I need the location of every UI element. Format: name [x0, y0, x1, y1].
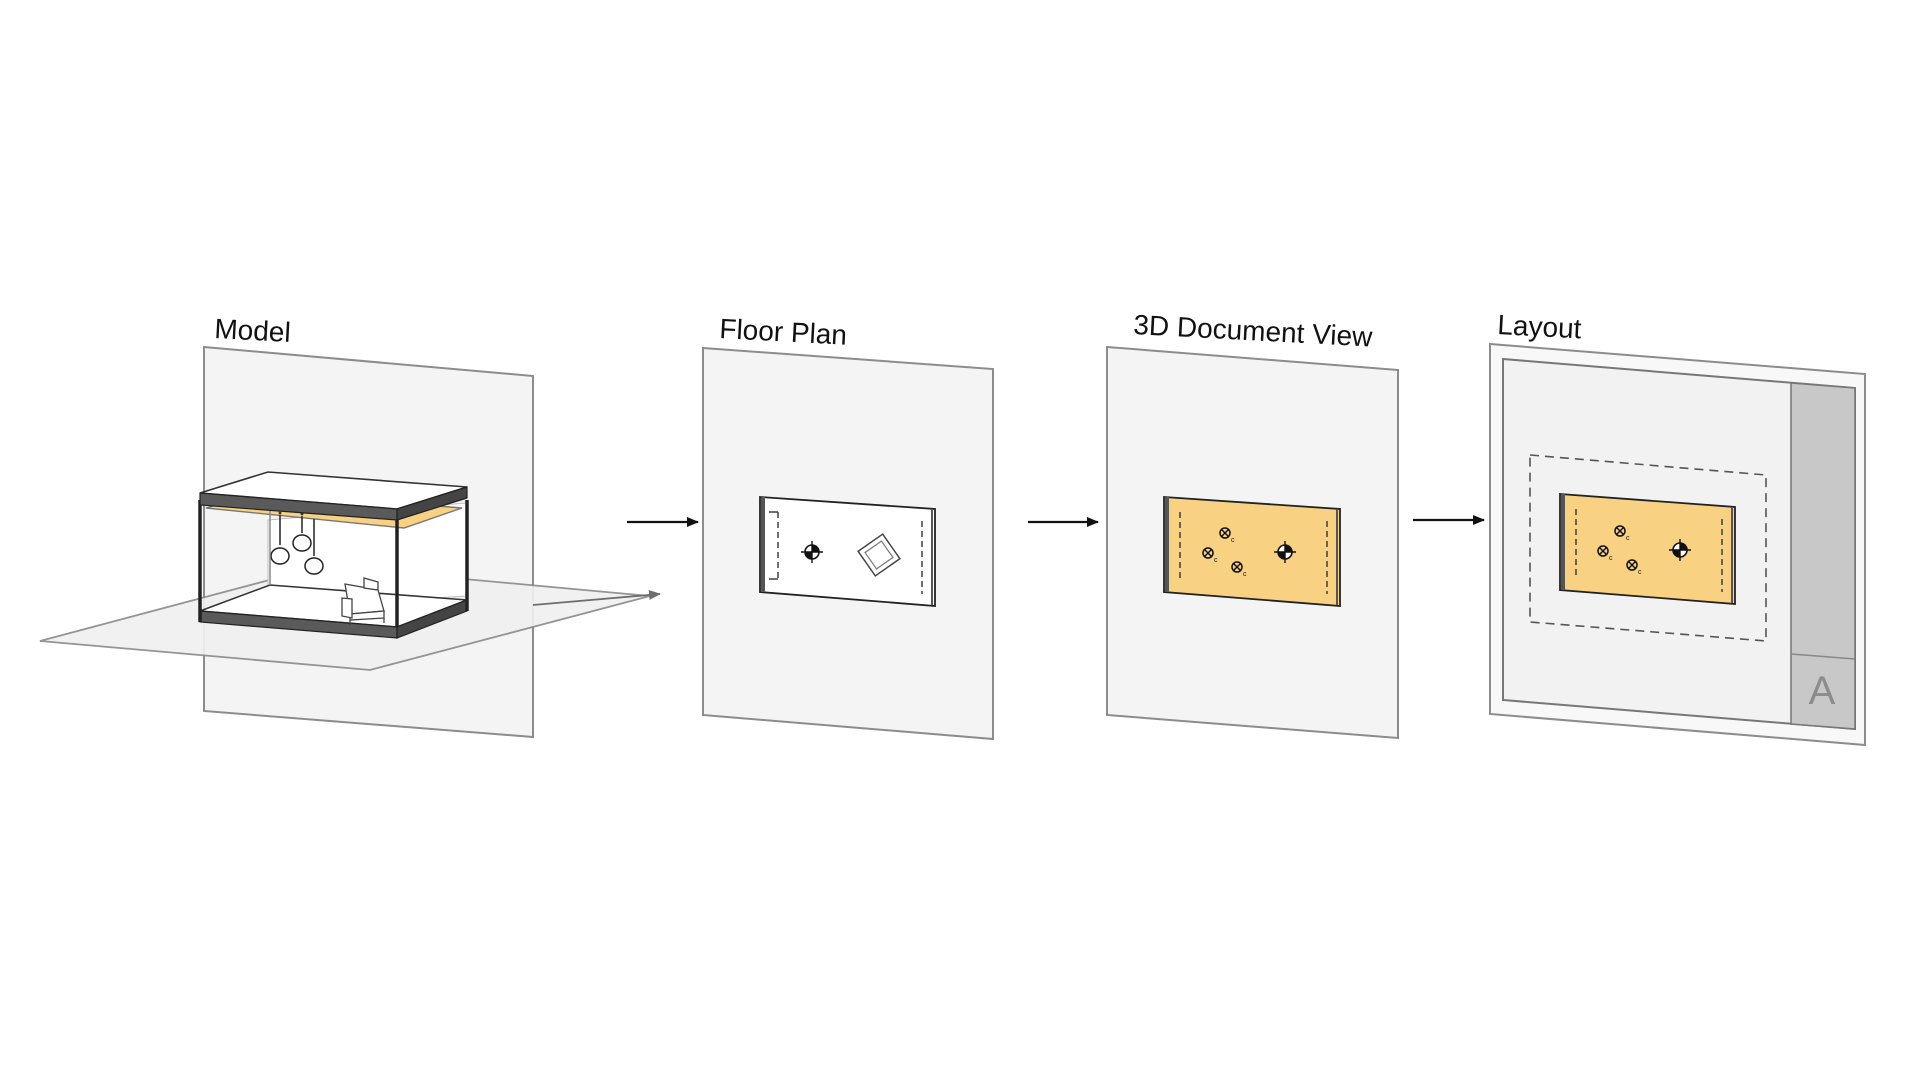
- light-fixture-icon: [270, 515, 324, 575]
- floor-plan-stage: Floor Plan: [702, 313, 994, 741]
- stage-label-layout: Layout: [1497, 309, 1583, 344]
- 3d-document-view-stage: 3D Document View: [1106, 309, 1399, 740]
- room-model: [198, 471, 469, 639]
- chair-icon: [857, 533, 901, 577]
- layout-stage: Layout A: [1489, 309, 1866, 747]
- reflected-ceiling-drawing: [1163, 496, 1341, 607]
- model-stage: Model: [39, 313, 661, 739]
- plane-direction-arrow: [532, 589, 661, 606]
- stage-label-floor-plan: Floor Plan: [719, 313, 848, 351]
- title-block-letter: A: [1809, 669, 1836, 713]
- stage-label-model: Model: [214, 313, 292, 348]
- chair-icon: [341, 577, 385, 625]
- title-block: [1790, 382, 1856, 730]
- floor-plan-drawing: [759, 496, 936, 607]
- placed-view-drawing: [1559, 493, 1736, 605]
- viewport-frame: [1529, 454, 1767, 642]
- stage-label-3d-document-view: 3D Document View: [1133, 309, 1374, 353]
